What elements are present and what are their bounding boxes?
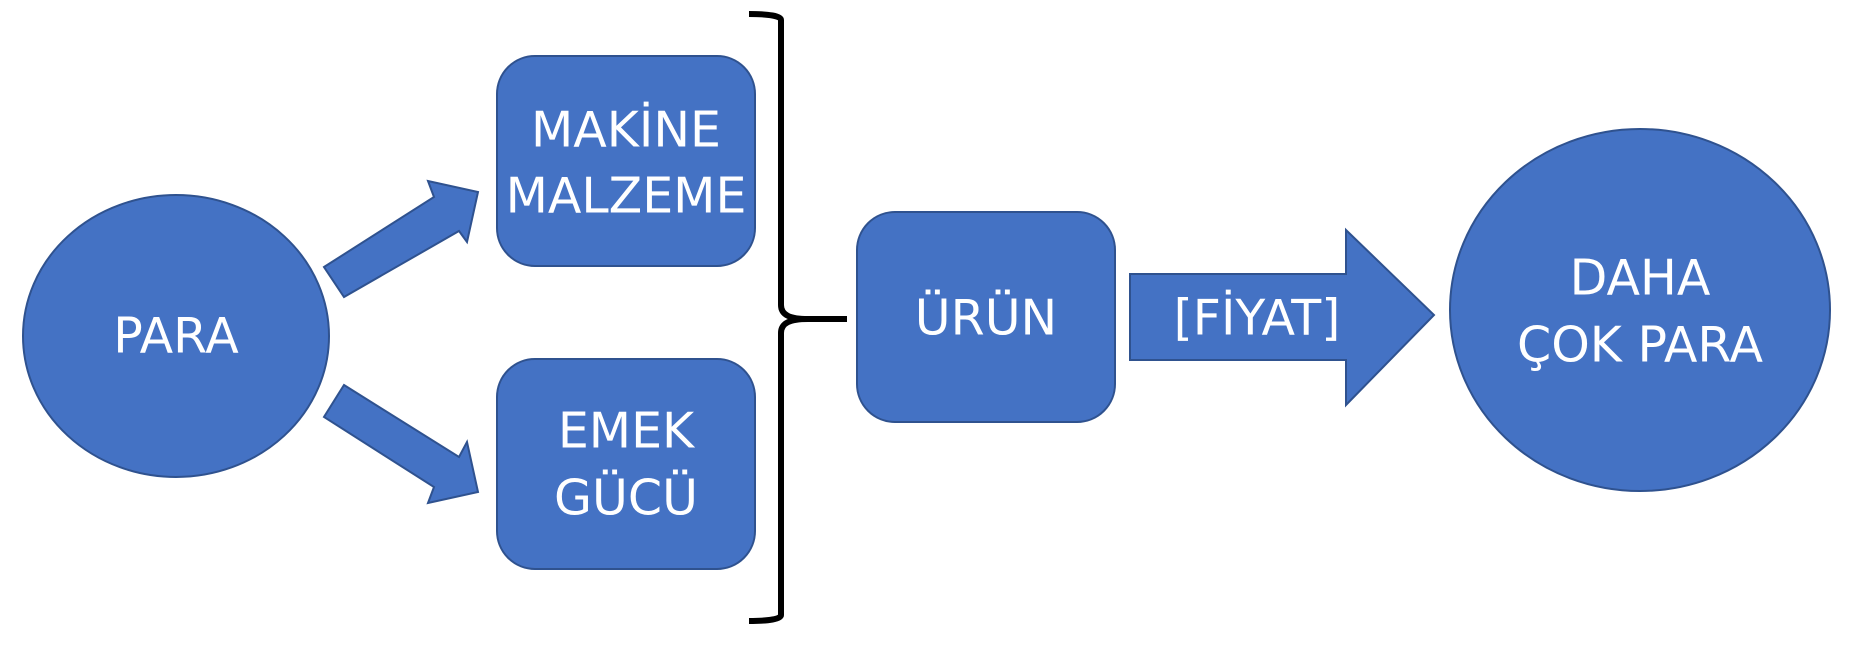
daha-label-line1: DAHA [1570, 250, 1711, 307]
arrow-para-to-makine [322, 179, 480, 299]
node-urun: ÜRÜN [856, 211, 1116, 423]
node-fiyat-arrow: [FİYAT] [1129, 227, 1436, 408]
fiyat-label: [FİYAT] [1174, 289, 1341, 347]
node-makine-malzeme: MAKİNE MALZEME [496, 55, 756, 267]
node-para: PARA [22, 194, 330, 478]
daha-ellipse [1449, 128, 1831, 492]
emek-label-line2: GÜCÜ [554, 469, 698, 527]
curly-bracket [748, 11, 847, 624]
urun-box [856, 211, 1116, 423]
node-daha-cok-para: DAHA ÇOK PARA [1449, 128, 1831, 492]
makine-label-line2: MALZEME [506, 168, 747, 225]
emek-label-line1: EMEK [558, 403, 696, 460]
emek-box [496, 358, 756, 570]
daha-label-line2: ÇOK PARA [1517, 317, 1763, 374]
node-emek-gucu: EMEK GÜCÜ [496, 358, 756, 570]
arrow-para-to-emek [322, 383, 480, 505]
fiyat-arrow-shape [1129, 227, 1436, 408]
para-ellipse [22, 194, 330, 478]
makine-label-line1: MAKİNE [531, 101, 721, 159]
makine-box [496, 55, 756, 267]
urun-label: ÜRÜN [915, 289, 1057, 347]
para-label: PARA [113, 308, 239, 365]
